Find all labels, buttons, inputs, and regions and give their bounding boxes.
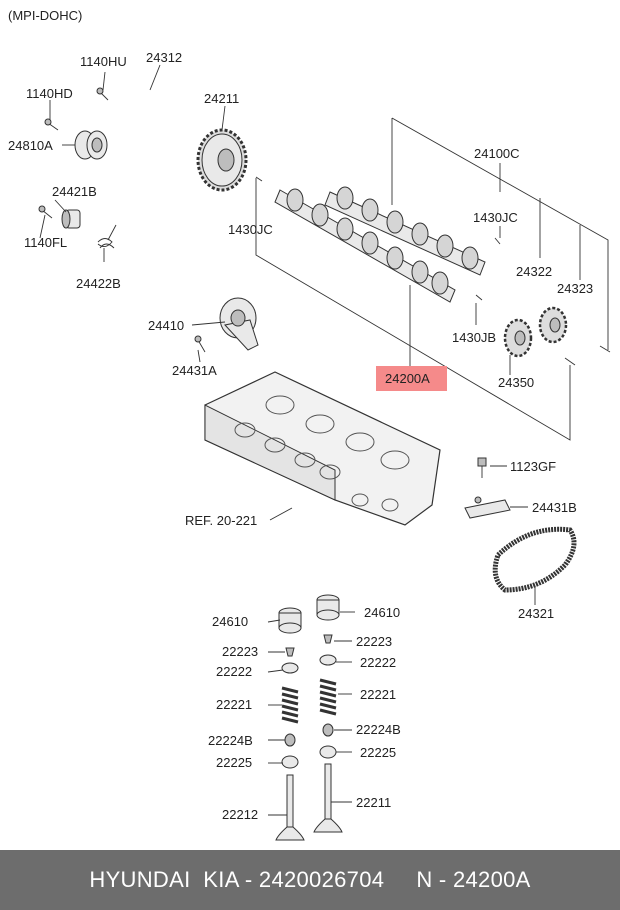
footer-banner: HYUNDAI KIA - 2420026704 N - 24200A [0,850,620,910]
cam-sprocket-24350 [503,318,533,358]
bolt-1140fl [38,205,53,219]
label-24350: 24350 [498,375,534,390]
parts-diagram: (MPI-DOHC) [8,8,611,841]
label-22212: 22212 [222,807,258,822]
bolt-1123gf [477,457,487,478]
label-1140hd: 1140HD [26,86,73,101]
label-1140hu: 1140HU [80,54,127,69]
timing-chain-24321 [492,526,577,593]
spacer-24421b [61,209,81,229]
label-24610-left: 24610 [212,614,248,629]
label-24312: 24312 [146,50,182,65]
label-22223-right: 22223 [356,634,392,649]
cam-sprocket-24211 [196,128,248,192]
label-24610-right: 24610 [364,605,400,620]
label-24431a: 24431A [172,363,217,378]
pin-1430jc-left [255,176,263,182]
label-24100c: 24100C [474,146,520,161]
label-ref: REF. 20-221 [185,513,257,528]
label-24322: 24322 [516,264,552,279]
label-24200a: 24200A [385,371,430,386]
bolt-24350 [564,357,576,366]
camshaft-lower [274,188,456,303]
label-24323: 24323 [557,281,593,296]
part-labels: 1140HU 24312 1140HD 24211 24810A 24100C … [8,50,593,822]
label-22223-left: 22223 [222,644,258,659]
label-1430jb: 1430JB [452,330,496,345]
spring-24422b [97,224,117,249]
label-1140fl: 1140FL [24,235,67,250]
label-22222-right: 22222 [360,655,396,670]
cylinder-head [204,371,441,526]
label-24421b: 24421B [52,184,97,199]
footer-text: HYUNDAI KIA - 2420026704 N - 24200A [89,867,531,892]
idler-pulley [74,130,108,160]
label-24422b: 24422B [76,276,121,291]
label-24211: 24211 [204,91,239,106]
pin-1430jb [475,294,483,301]
cam-sprocket-24322 [538,306,568,344]
label-24321: 24321 [518,606,554,621]
label-1430jc-left: 1430JC [228,222,273,237]
label-24431b: 24431B [532,500,577,515]
bolt-24323 [599,345,611,353]
tensioner-24410 [219,297,259,351]
label-22221-left: 22221 [216,697,252,712]
label-24410: 24410 [148,318,184,333]
label-22224b-left: 22224B [208,733,253,748]
leader-box-24100c [255,117,609,441]
label-1430jc-right: 1430JC [473,210,518,225]
label-22221-right: 22221 [360,687,396,702]
label-22225-left: 22225 [216,755,252,770]
timing-belt [130,86,188,295]
bolt-1140hu [96,87,109,101]
label-24200a-highlight [376,366,447,391]
label-22224b-right: 22224B [356,722,401,737]
label-22211: 22211 [356,795,391,810]
camshaft-upper [324,186,486,276]
valvetrain-right [313,594,343,833]
label-24810a: 24810A [8,138,53,153]
bolt-24431a [194,335,206,353]
label-22222-left: 22222 [216,664,252,679]
diagram-header: (MPI-DOHC) [8,8,82,23]
pin-1430jc-right [494,237,501,245]
label-22225-right: 22225 [360,745,396,760]
bolt-1140hd [44,118,59,131]
chain-guide-24431b [464,496,511,519]
label-1123gf: 1123GF [510,459,556,474]
leader-lines [39,64,581,816]
valvetrain-left [275,607,305,841]
